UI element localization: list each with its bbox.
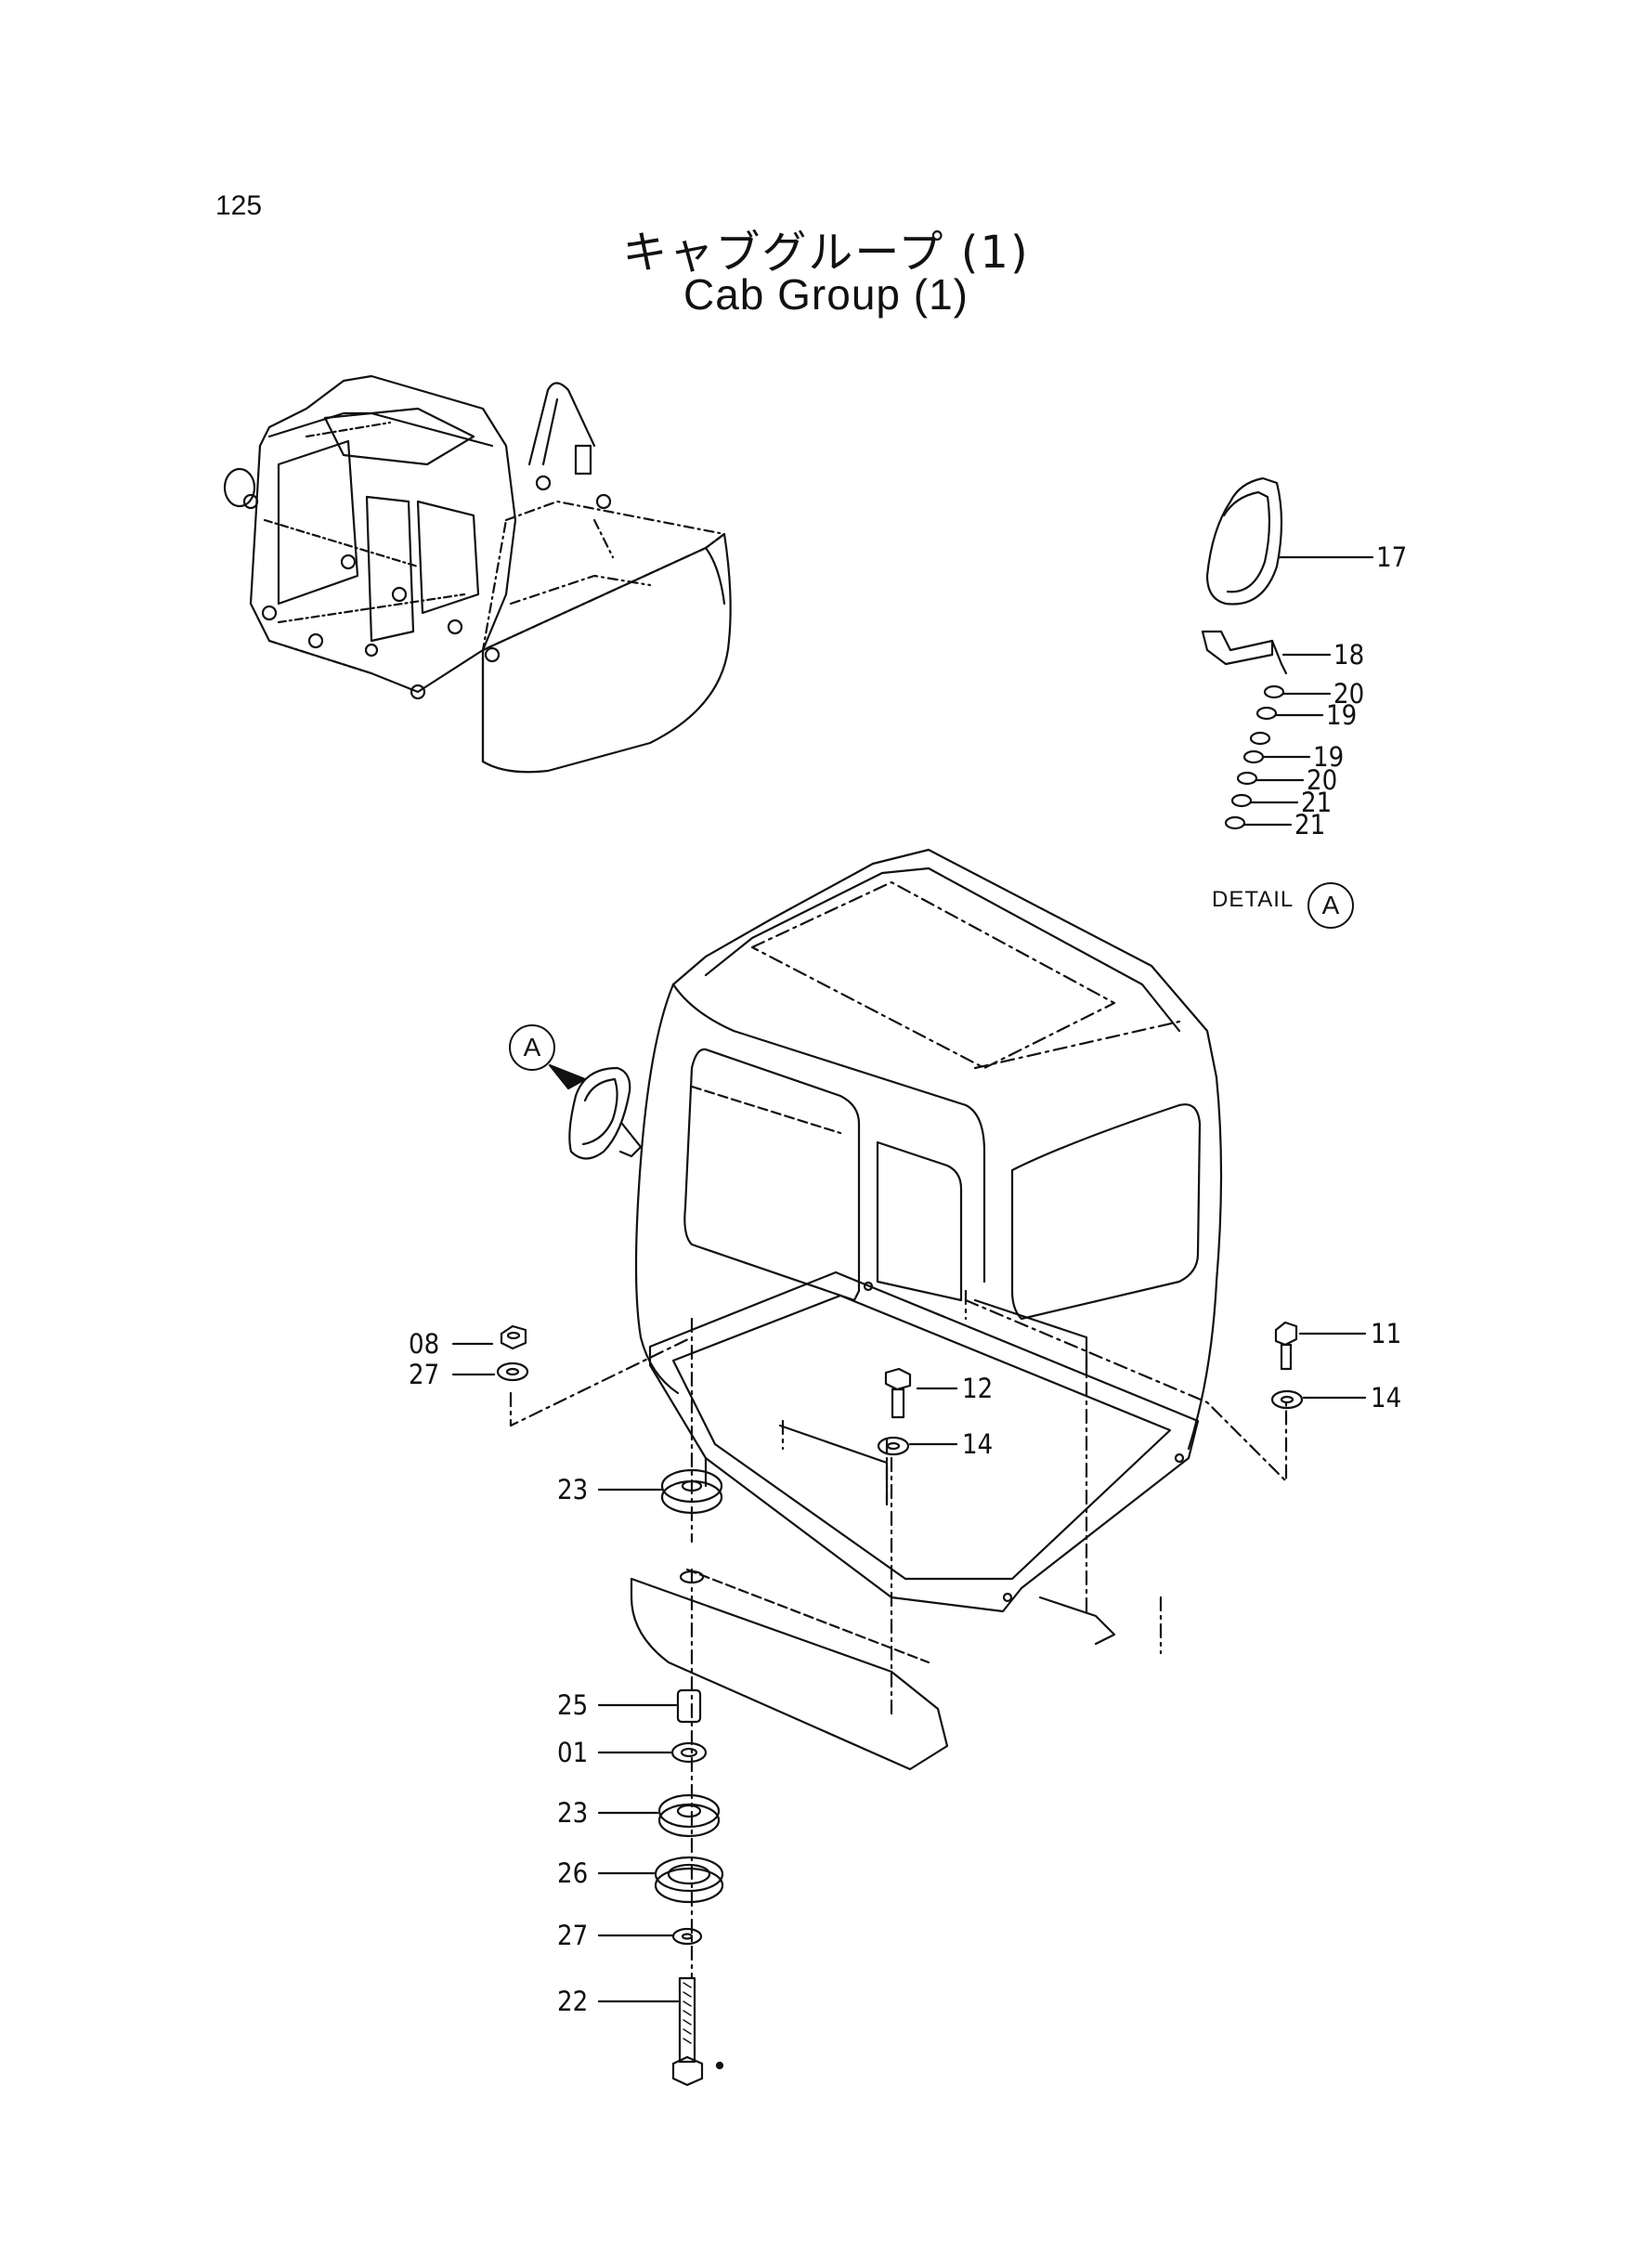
callout-26: 26 [557,1857,589,1889]
machine-overview-drawing [225,376,731,772]
page-title-english: Cab Group (1) [683,270,969,319]
callout-14-right: 14 [1371,1382,1402,1414]
cab-main-drawing [498,850,1302,2085]
view-marker-a: A [509,1024,555,1071]
callout-12: 12 [962,1373,994,1404]
callout-14-center: 14 [962,1428,994,1460]
callout-01: 01 [557,1737,589,1768]
callout-25: 25 [557,1689,589,1721]
callout-18: 18 [1333,639,1365,671]
page-number: 125 [215,190,263,221]
callout-11: 11 [1371,1318,1402,1349]
detail-a-mirror-drawing [1203,478,1372,828]
callout-20-upper: 20 [1333,678,1365,710]
callout-27-upper: 27 [409,1359,440,1390]
callout-19-upper: 19 [1326,699,1358,731]
callout-27-lower: 27 [557,1920,589,1951]
callout-21-upper: 21 [1301,787,1333,818]
callout-20-lower: 20 [1307,764,1338,796]
callout-leaders [453,1334,1365,2001]
callout-08: 08 [409,1328,440,1360]
detail-label: DETAIL [1212,887,1294,913]
callout-21-lower: 21 [1294,809,1326,840]
callout-23-upper: 23 [557,1474,589,1505]
page-title-japanese: キャブグループ (1) [622,227,1030,279]
callout-23-lower: 23 [557,1797,589,1829]
detail-label-text: DETAIL [1212,887,1294,912]
callout-22: 22 [557,1986,589,2017]
callout-19-lower: 19 [1313,741,1345,773]
callout-17: 17 [1376,541,1408,573]
detail-marker-a: A [1307,882,1354,929]
